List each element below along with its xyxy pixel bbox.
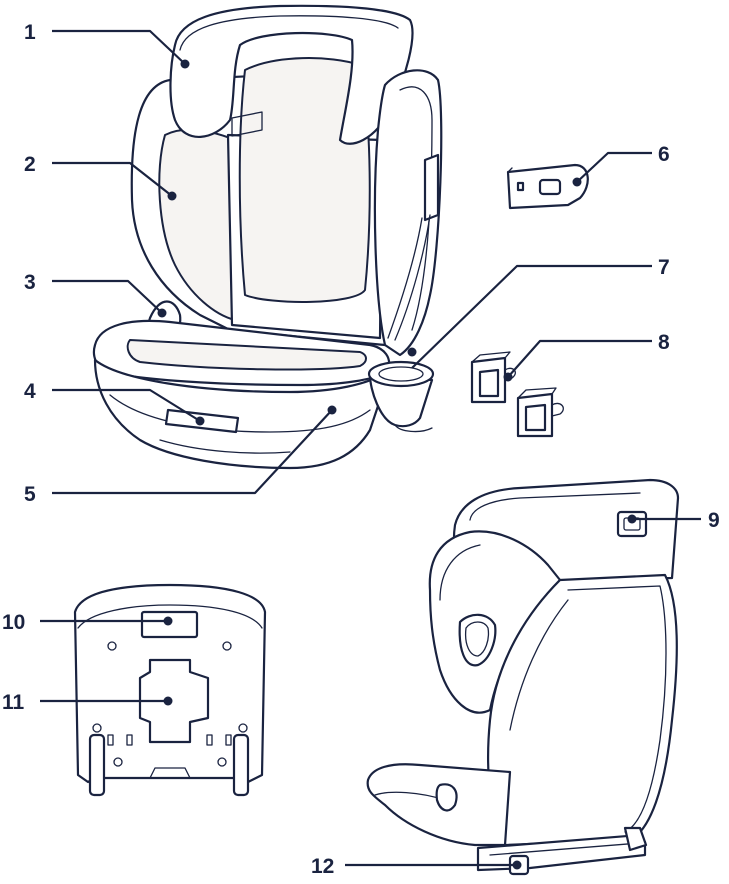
- callout-6-label: 6: [658, 143, 670, 166]
- seat-rear-illustration: [368, 480, 678, 874]
- callout-9-dot: [628, 515, 637, 524]
- main-seat-illustration: [94, 6, 441, 468]
- callout-5-label: 5: [24, 483, 36, 506]
- callout-12-dot: [513, 861, 522, 870]
- callout-4-label: 4: [24, 380, 36, 403]
- callout-8-label: 8: [658, 331, 670, 354]
- part-6-clip: [508, 165, 588, 208]
- callout-2-dot: [168, 192, 177, 201]
- callout-4-dot: [196, 417, 205, 426]
- callout-11-dot: [164, 697, 173, 706]
- callout-11-label: 11: [2, 691, 25, 714]
- callout-9-label: 9: [708, 509, 720, 532]
- callout-10-dot: [164, 617, 173, 626]
- callout-2-label: 2: [24, 153, 36, 176]
- callout-6-dot: [573, 178, 582, 187]
- seat-underside-illustration: [75, 585, 265, 795]
- callout-10-label: 10: [2, 611, 25, 634]
- callout-7-dot: [408, 348, 417, 357]
- callout-3-dot: [158, 309, 167, 318]
- callout-7-label: 7: [658, 256, 670, 279]
- callout-12-label: 12: [311, 855, 334, 878]
- callout-3-label: 3: [24, 271, 36, 294]
- callout-8-dot: [504, 373, 513, 382]
- callout-1-label: 1: [24, 21, 36, 44]
- callout-1-dot: [181, 60, 190, 69]
- callout-5-dot: [328, 406, 337, 415]
